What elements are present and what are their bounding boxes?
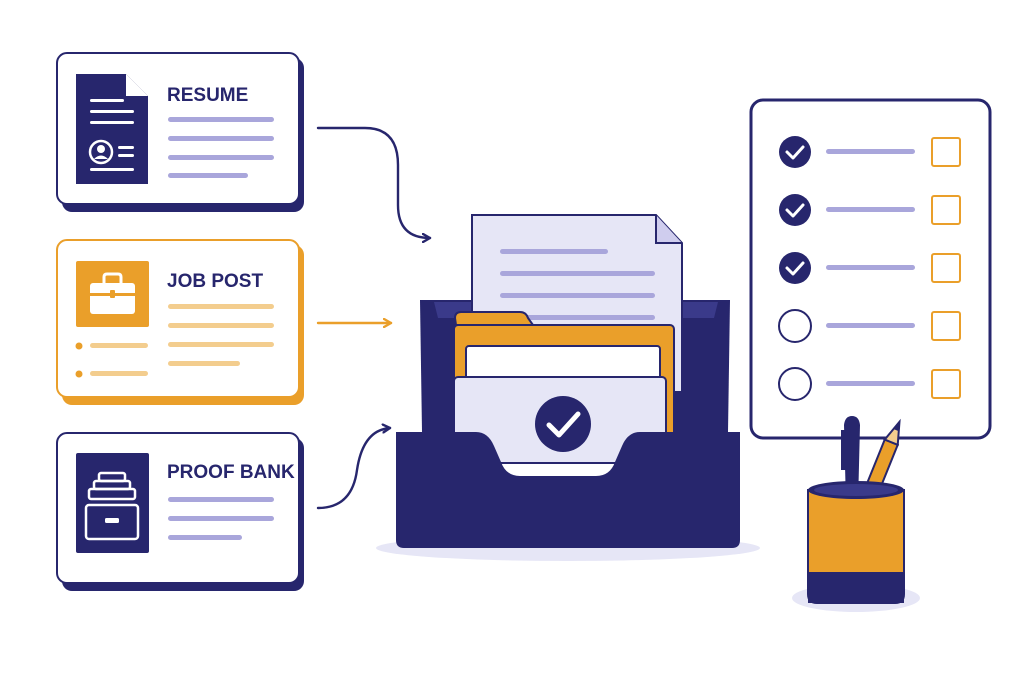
checklist-item xyxy=(778,367,961,401)
checklist-item-line xyxy=(826,381,915,386)
checked-circle-icon xyxy=(779,136,811,168)
resume-document-icon xyxy=(76,74,148,184)
checked-circle-icon xyxy=(779,252,811,284)
checklist-item-line xyxy=(826,265,915,270)
checklist-item-line xyxy=(826,323,915,328)
resume-to-tray-arrow xyxy=(316,126,432,238)
file-cabinet-icon xyxy=(76,453,149,553)
checklist-item xyxy=(779,252,961,284)
empty-circle-icon xyxy=(778,367,812,401)
proof-bank-to-tray-arrow xyxy=(316,428,392,510)
check-icon xyxy=(785,203,805,218)
resume-card-title: RESUME xyxy=(167,85,248,106)
checklist-board xyxy=(749,98,992,440)
job-post-card: JOB POST xyxy=(56,239,304,405)
checkbox-icon xyxy=(931,311,961,341)
checklist-item xyxy=(779,136,961,168)
checklist-item xyxy=(779,194,961,226)
briefcase-icon xyxy=(76,261,149,327)
document-tray-icon xyxy=(376,214,760,561)
checklist-item-line xyxy=(826,207,915,212)
resume-card: RESUME xyxy=(56,52,304,212)
check-icon xyxy=(785,261,805,276)
checklist-item-line xyxy=(826,149,915,154)
check-icon xyxy=(785,145,805,160)
job-post-card-title: JOB POST xyxy=(167,271,263,292)
checkbox-icon xyxy=(931,253,961,283)
checkbox-icon xyxy=(931,195,961,225)
checkmark-badge-icon xyxy=(535,396,591,452)
checkbox-icon xyxy=(931,369,961,399)
checked-circle-icon xyxy=(779,194,811,226)
checkbox-icon xyxy=(931,137,961,167)
proof-bank-card-title: PROOF BANK xyxy=(167,462,295,483)
pencil-cup-icon xyxy=(792,416,920,612)
empty-circle-icon xyxy=(778,309,812,343)
checklist-item xyxy=(778,309,961,343)
proof-bank-card: PROOF BANK xyxy=(56,432,304,591)
